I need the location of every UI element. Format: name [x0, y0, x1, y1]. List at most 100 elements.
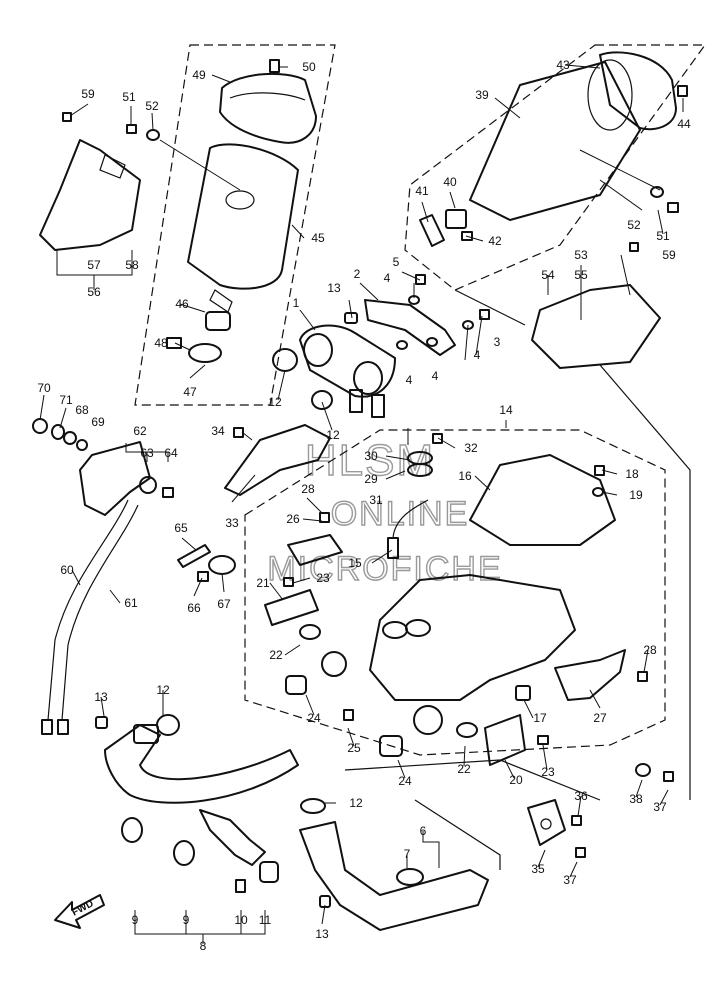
callout-label: 52: [145, 99, 159, 113]
cap-13c: [319, 895, 331, 908]
muffler-body-left: [187, 143, 299, 313]
callout-label: 4: [474, 348, 481, 362]
callout-label: 31: [369, 493, 383, 507]
callout-label: 18: [625, 467, 639, 481]
callout-label: 4: [406, 373, 413, 387]
callout-label: 71: [59, 393, 73, 407]
callout-label: 19: [629, 488, 643, 502]
callout-label: 12: [326, 428, 340, 442]
muffler-assembly-boundary-right: [404, 44, 707, 291]
bolt-23a: [283, 577, 294, 587]
gasket-12c: [156, 714, 180, 736]
muffler-cap-43: [599, 51, 677, 131]
callout-label: 64: [164, 446, 178, 460]
callout-label: 59: [81, 87, 95, 101]
clamp-67: [208, 555, 236, 575]
callout-label: 48: [154, 336, 168, 350]
callout-label: 29: [364, 472, 378, 486]
bolt-51b: [667, 202, 679, 213]
callout-label: 42: [488, 234, 502, 248]
callout-label: 39: [475, 88, 489, 102]
callout-label: 49: [192, 68, 206, 82]
callout-label: 14: [499, 403, 513, 417]
o2-sensor-15: [387, 499, 429, 559]
callout-label: 21: [256, 576, 270, 590]
nut-64: [162, 487, 174, 498]
callout-label: 34: [211, 424, 225, 438]
callout-label: 66: [187, 601, 201, 615]
watermark-line-2: ONLINE: [331, 495, 470, 533]
callout-label: 27: [593, 711, 607, 725]
callout-label: 58: [125, 258, 139, 272]
clamp-47: [188, 343, 222, 363]
callout-label: 37: [653, 800, 667, 814]
lever-65: [177, 544, 211, 568]
callout-label: 40: [443, 175, 457, 189]
callout-label: 20: [509, 773, 523, 787]
callout-label: 41: [415, 184, 429, 198]
exhaust-pipe-8: [104, 724, 299, 866]
callout-label: 4: [432, 369, 439, 383]
bolt-18: [594, 465, 605, 476]
heat-cover-16: [469, 454, 616, 546]
gasket-12a: [272, 348, 298, 372]
callout-label: 54: [541, 268, 555, 282]
clamp-24a: [321, 651, 347, 677]
callout-label: 25: [347, 741, 361, 755]
pulley-63: [139, 476, 157, 494]
bolt-37b: [575, 847, 586, 858]
callout-label: 9: [132, 913, 139, 927]
bolt-50: [269, 59, 280, 73]
bolt-5: [415, 274, 426, 285]
clamp-9b: [173, 840, 195, 866]
callout-label: 12: [268, 395, 282, 409]
callout-label: 51: [656, 229, 670, 243]
heat-cover-27: [554, 649, 626, 701]
callout-label: 50: [302, 60, 316, 74]
exhaust-joint-1: [299, 324, 396, 418]
exhaust-pipe-6: [299, 821, 489, 931]
bolt-44: [677, 85, 688, 97]
callout-label: 43: [556, 58, 570, 72]
callout-label: 59: [662, 248, 676, 262]
muffler-sleeve-46: [205, 311, 231, 331]
bracket-21: [264, 589, 319, 626]
clamp-9a: [121, 817, 143, 843]
callout-label: 8: [200, 939, 207, 953]
callout-label: 57: [87, 258, 101, 272]
callout-label: 16: [458, 469, 472, 483]
callout-label: 23: [541, 765, 555, 779]
callout-label: 3: [494, 335, 501, 349]
callout-label: 13: [327, 281, 341, 295]
callout-label: 67: [217, 597, 231, 611]
callout-label: 62: [133, 424, 147, 438]
bracket-40: [445, 209, 467, 229]
heat-shield-20: [484, 714, 526, 766]
callout-label: 1: [293, 296, 300, 310]
washers-68-71: [32, 418, 88, 451]
connection-line-4: [414, 799, 501, 870]
bolt-10: [235, 879, 246, 893]
callout-label: 22: [457, 762, 471, 776]
callout-label: 10: [234, 913, 248, 927]
callout-label: 69: [91, 415, 105, 429]
callout-label: 24: [307, 711, 321, 725]
callout-label: 22: [269, 648, 283, 662]
callout-label: 26: [286, 512, 300, 526]
callout-label: 36: [574, 789, 588, 803]
callout-label: 68: [75, 403, 89, 417]
callout-label: 7: [404, 847, 411, 861]
sleeve-24b: [379, 735, 403, 757]
clamp-7: [396, 868, 424, 886]
callout-label: 24: [398, 774, 412, 788]
bolt-37a: [663, 771, 674, 782]
callout-label: 45: [311, 231, 325, 245]
callout-label: 30: [364, 449, 378, 463]
bolt-51a: [126, 124, 137, 134]
callout-label: 37: [563, 873, 577, 887]
sleeve-11: [259, 861, 279, 883]
bolt-25: [343, 709, 354, 721]
callout-label: 28: [301, 482, 315, 496]
bolt-28b: [637, 671, 648, 682]
